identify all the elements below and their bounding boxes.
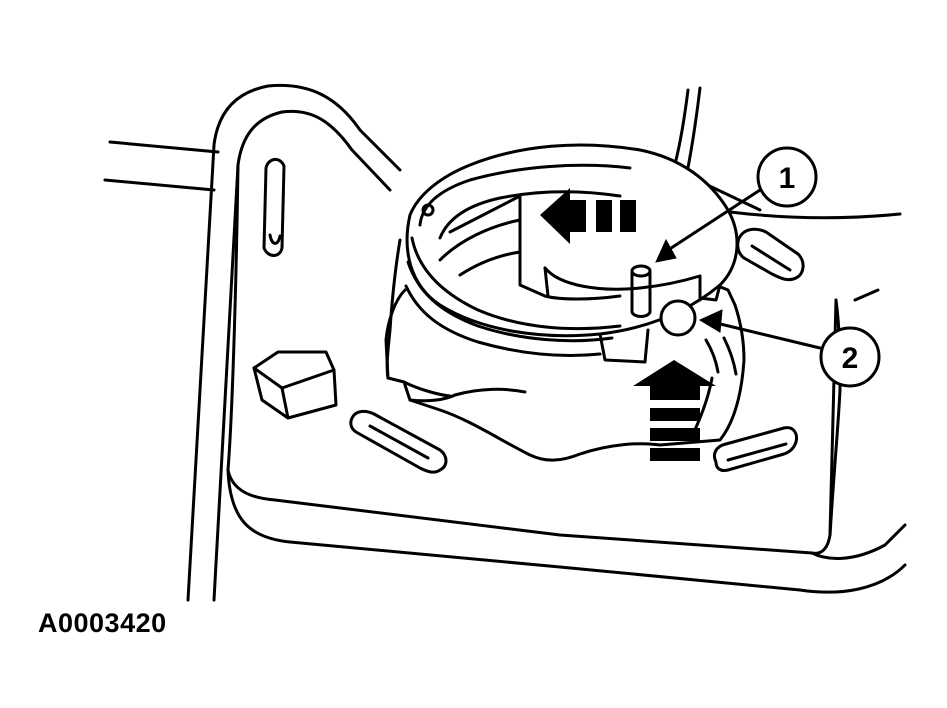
- locking-pin: [630, 264, 652, 318]
- leader-arrowhead-1: [655, 238, 677, 263]
- callout-number-1: 1: [779, 162, 796, 195]
- figure-id-label: A0003420: [38, 608, 167, 638]
- plate-block: [252, 350, 338, 420]
- leader-arrowhead-2: [698, 309, 723, 333]
- plate-slot-vertical: [262, 158, 286, 257]
- plate-slot-upper-right: [736, 227, 805, 282]
- direction-arrow-up: [633, 360, 716, 461]
- callout-number-2: 2: [842, 342, 859, 375]
- leader-lines: [660, 188, 822, 350]
- callout-circle-2: [819, 326, 881, 388]
- o-ring: [659, 299, 738, 376]
- plate-slot-lower-left: [349, 409, 448, 474]
- plate-slot-lower-right: [712, 426, 798, 472]
- direction-arrow-left: [540, 188, 636, 244]
- pump-cap: [404, 143, 739, 364]
- callout-circle-1: [756, 146, 818, 208]
